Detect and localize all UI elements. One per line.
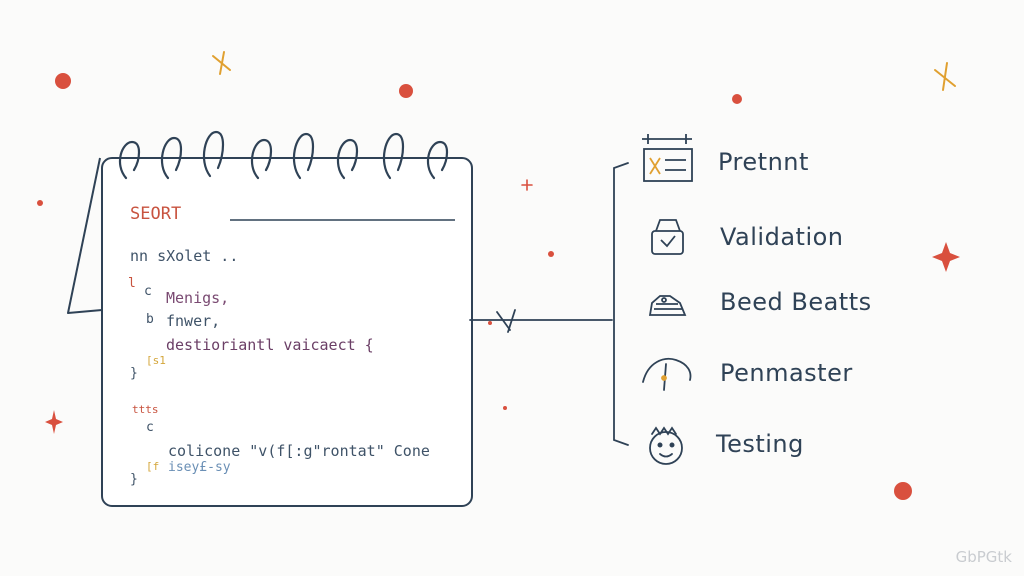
list-item-label: Validation <box>720 223 844 251</box>
star-icon <box>45 410 63 434</box>
decor-dot <box>399 84 413 98</box>
list-item-label: Penmaster <box>720 359 853 387</box>
star-icon <box>932 242 960 272</box>
decor-dot <box>488 321 492 325</box>
notebook-title: SEORT <box>130 204 182 224</box>
calendar-icon <box>642 134 693 182</box>
decor-dot <box>37 200 43 206</box>
list-item-label: Beed Beatts <box>720 288 872 316</box>
spiral-binding <box>118 130 449 180</box>
code-line: Menigs, <box>166 289 230 307</box>
margin-mark: l <box>128 276 136 291</box>
margin-mark: b <box>146 312 154 327</box>
margin-mark: ttts <box>132 403 159 416</box>
notebook <box>67 157 473 507</box>
decor-dot <box>548 251 554 257</box>
margin-mark: } <box>130 472 138 487</box>
list-item-label: Testing <box>716 430 804 458</box>
connector-arrow <box>469 309 613 333</box>
margin-mark: [s1 <box>146 354 166 367</box>
list-item-label: Pretnnt <box>718 148 809 176</box>
margin-mark: } <box>130 366 138 381</box>
decor-dot <box>55 73 71 89</box>
margin-mark: c <box>146 420 154 435</box>
smiley-icon <box>649 426 683 465</box>
decor-dot <box>503 406 507 410</box>
sparkle-icon <box>212 51 231 75</box>
decor-dot <box>732 94 742 104</box>
sparkle-icon <box>934 62 956 91</box>
code-line: fnwer, <box>166 312 221 330</box>
code-line: destioriantl vaicaect { <box>166 336 374 354</box>
decor-dot <box>894 482 912 500</box>
margin-mark: c <box>144 284 152 299</box>
sparkle-icon <box>521 179 533 191</box>
umbrella-icon <box>642 358 692 391</box>
margin-mark: [f <box>146 460 160 473</box>
code-line: isey£-sy <box>168 460 231 475</box>
lock-icon <box>651 219 684 255</box>
stack-icon <box>648 295 687 316</box>
list-bracket <box>613 162 629 446</box>
watermark: GbPGtk <box>955 548 1012 566</box>
code-line: nn sXolet .. <box>130 247 239 265</box>
code-line: colicone "v(f[:g"rontat" Cone <box>168 442 430 460</box>
